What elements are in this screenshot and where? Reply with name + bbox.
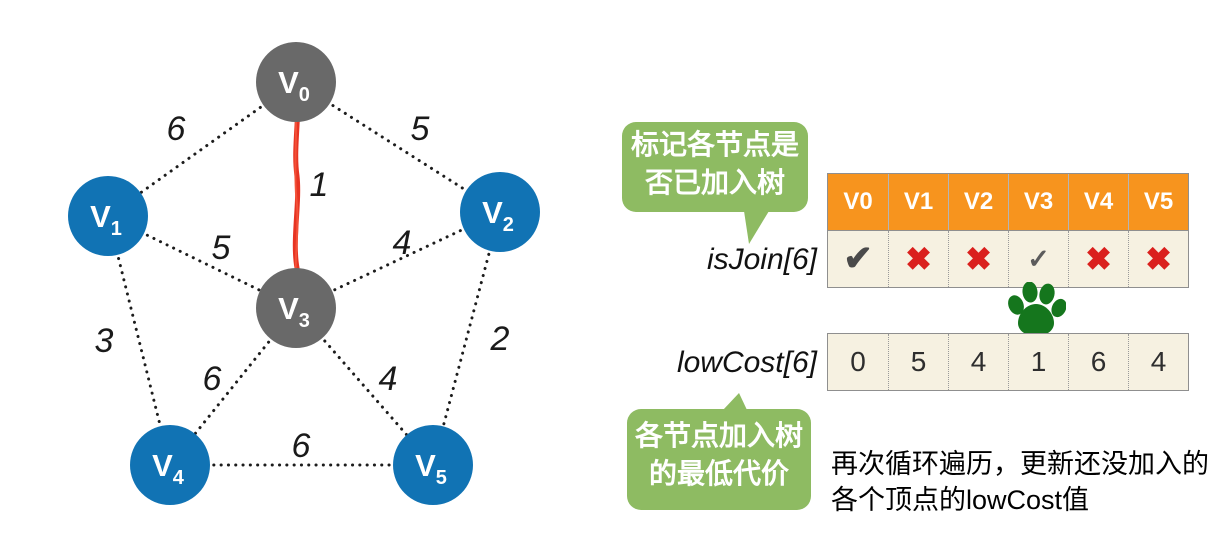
node-v1-label: V1 — [90, 199, 122, 240]
low-cost-cell-v1: 5 — [888, 334, 948, 390]
header-cell-v5: V5 — [1128, 174, 1188, 230]
header-cell-v4: V4 — [1068, 174, 1128, 230]
is-join-cell-v0: ✔ — [843, 239, 873, 278]
node-v4-circle — [130, 425, 210, 505]
node-v4-label: V4 — [152, 448, 185, 489]
edge-v1-v4 — [106, 214, 172, 467]
header-cell-v3: V3 — [1008, 174, 1068, 230]
low-cost-cell-v4: 6 — [1068, 334, 1128, 390]
node-v3: V3 — [256, 268, 336, 348]
caption-line2: 各个顶点的lowCost值 — [831, 485, 1090, 515]
node-v5: V5 — [393, 425, 473, 505]
is-join-table-row: ✔ ✖ ✖ ✓ ✖ ✖ — [827, 230, 1189, 288]
header-cell-v1: V1 — [888, 174, 948, 230]
node-v0: V0 — [256, 42, 336, 122]
is-join-cell-v3: ✓ — [1008, 231, 1068, 287]
callout-low-cost: 各节点加入树 的最低代价 — [627, 393, 811, 510]
edge-weight-v2-v5: 2 — [490, 320, 510, 358]
low-cost-array-label: lowCost[6] — [676, 346, 817, 379]
caption: 再次循环遍历，更新还没加入的 各个顶点的lowCost值 — [831, 446, 1209, 518]
low-cost-cell-v5: 4 — [1128, 334, 1188, 390]
callout-low-cost-tail — [723, 393, 747, 410]
is-join-cell-v5: ✖ — [1128, 231, 1188, 287]
is-join-cell-v2: ✖ — [948, 231, 1008, 287]
caption-line1: 再次循环遍历，更新还没加入的 — [831, 449, 1209, 479]
graph-canvas: V0 V1 V2 V3 V4 V5 6 5 1 5 4 3 6 4 2 — [68, 42, 540, 505]
header-cell-v2: V2 — [948, 174, 1008, 230]
low-cost-table: 0 5 4 1 6 4 — [827, 333, 1189, 391]
edge-weight-v1-v3: 5 — [212, 229, 231, 267]
node-v1-circle — [68, 176, 148, 256]
callout-is-join: 标记各节点是 否已加入树 — [622, 122, 808, 244]
node-v3-label: V3 — [278, 291, 310, 332]
is-join-array-label: isJoin[6] — [706, 243, 817, 276]
edge-weight-v4-v5: 6 — [292, 427, 311, 465]
callout-low-cost-line2: 的最低代价 — [648, 458, 789, 489]
edge-weight-v0-v1: 6 — [167, 110, 186, 148]
node-v5-circle — [393, 425, 473, 505]
node-v2-circle — [460, 172, 540, 252]
edge-v0-v1 — [106, 80, 298, 218]
tree-edge-v0-v3-texture — [294, 99, 299, 291]
paw-icon — [1008, 282, 1066, 336]
node-v2: V2 — [460, 172, 540, 252]
low-cost-cell-v2: 4 — [948, 334, 1008, 390]
edge-weight-v1-v4: 3 — [95, 322, 114, 360]
node-v0-circle — [256, 42, 336, 122]
header-cell-v0: V0 — [828, 174, 888, 230]
node-v4: V4 — [130, 425, 210, 505]
edge-weight-v0-v3: 1 — [310, 166, 329, 204]
is-join-cell-v1: ✖ — [888, 231, 948, 287]
node-v3-circle — [256, 268, 336, 348]
node-v2-label: V2 — [482, 195, 514, 236]
is-join-table-header: V0 V1 V2 V3 V4 V5 — [827, 173, 1189, 230]
is-join-cell-v4: ✖ — [1068, 231, 1128, 287]
callout-is-join-tail — [744, 211, 769, 244]
node-v1: V1 — [68, 176, 148, 256]
edge-weight-v0-v2: 5 — [411, 110, 430, 148]
low-cost-table-row: 0 5 4 1 6 4 — [827, 333, 1189, 391]
callout-is-join-line2: 否已加入树 — [644, 167, 785, 198]
is-join-table: V0 V1 V2 V3 V4 V5 ✔ ✖ ✖ ✓ ✖ ✖ — [827, 173, 1189, 288]
low-cost-cell-v3: 1 — [1008, 334, 1068, 390]
callout-is-join-line1: 标记各节点是 — [630, 129, 799, 160]
edge-weight-v3-v5: 4 — [379, 360, 398, 398]
node-v0-label: V0 — [278, 65, 310, 106]
node-v5-label: V5 — [415, 448, 447, 489]
low-cost-cell-v0: 0 — [850, 346, 866, 377]
edge-weight-v3-v4: 6 — [203, 360, 222, 398]
edge-weight-v2-v3: 4 — [393, 224, 412, 262]
edge-v2-v5 — [431, 210, 502, 467]
callout-low-cost-line1: 各节点加入树 — [634, 420, 803, 451]
